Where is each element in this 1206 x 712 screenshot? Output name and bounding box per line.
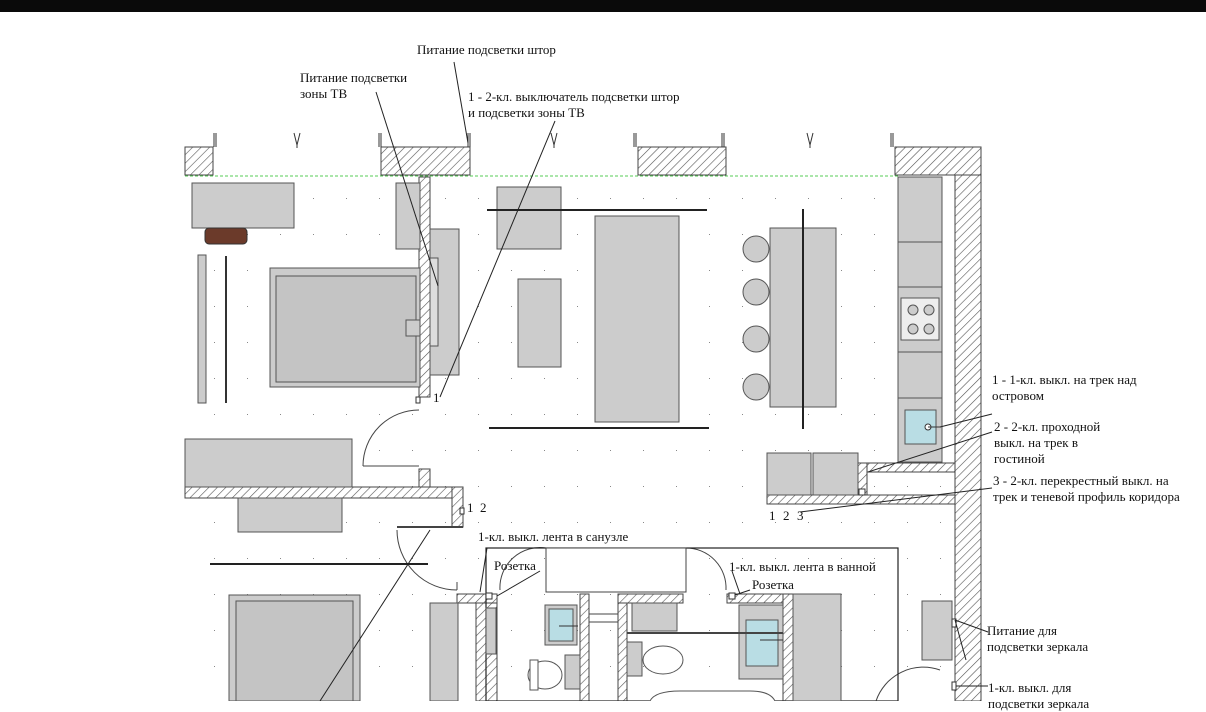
label-tv-zone-power: Питание подсветки зоны ТВ: [300, 70, 408, 101]
number-hall-switch-b: 2: [480, 500, 487, 515]
top-bar: [0, 0, 1206, 12]
label-mirror-switch: 1-кл. выкл. для подсветки зеркала: [988, 680, 1090, 711]
number-kitchen-a: 1: [769, 508, 776, 523]
number-kitchen-c: 3: [797, 508, 804, 523]
label-corridor-cross: 3 - 2-кл. перекрестный выкл. на трек и т…: [993, 473, 1180, 504]
label-bathroom-strip-switch: 1-кл. выкл. лента в ванной: [729, 559, 876, 574]
label-curtain-light-power: Питание подсветки штор: [417, 42, 556, 57]
number-kitchen-b: 2: [783, 508, 790, 523]
leader-lines: [319, 61, 993, 701]
label-bath-strip-switch: 1-кл. выкл. лента в санузле: [478, 529, 629, 544]
label-socket-right: Розетка: [752, 577, 794, 592]
exterior-walls: [184, 146, 982, 701]
furniture: [184, 176, 953, 701]
electrical-markers: [415, 396, 957, 691]
label-island-track: 1 - 1-кл. выкл. на трек над островом: [992, 372, 1137, 403]
number-hall-switch-a: 1: [467, 500, 474, 515]
label-switch-curtain-tv: 1 - 2-кл. выключатель подсветки штор и п…: [468, 89, 680, 120]
bathroom-niche: [545, 547, 687, 593]
label-mirror-power: Питание для подсветки зеркала: [987, 623, 1089, 654]
number-tv-switch: 1: [433, 390, 440, 405]
label-socket-left: Розетка: [494, 558, 536, 573]
curtain-markers: [213, 132, 894, 148]
label-living-track: 2 - 2-кл. проходной выкл. на трек в гост…: [994, 419, 1101, 466]
